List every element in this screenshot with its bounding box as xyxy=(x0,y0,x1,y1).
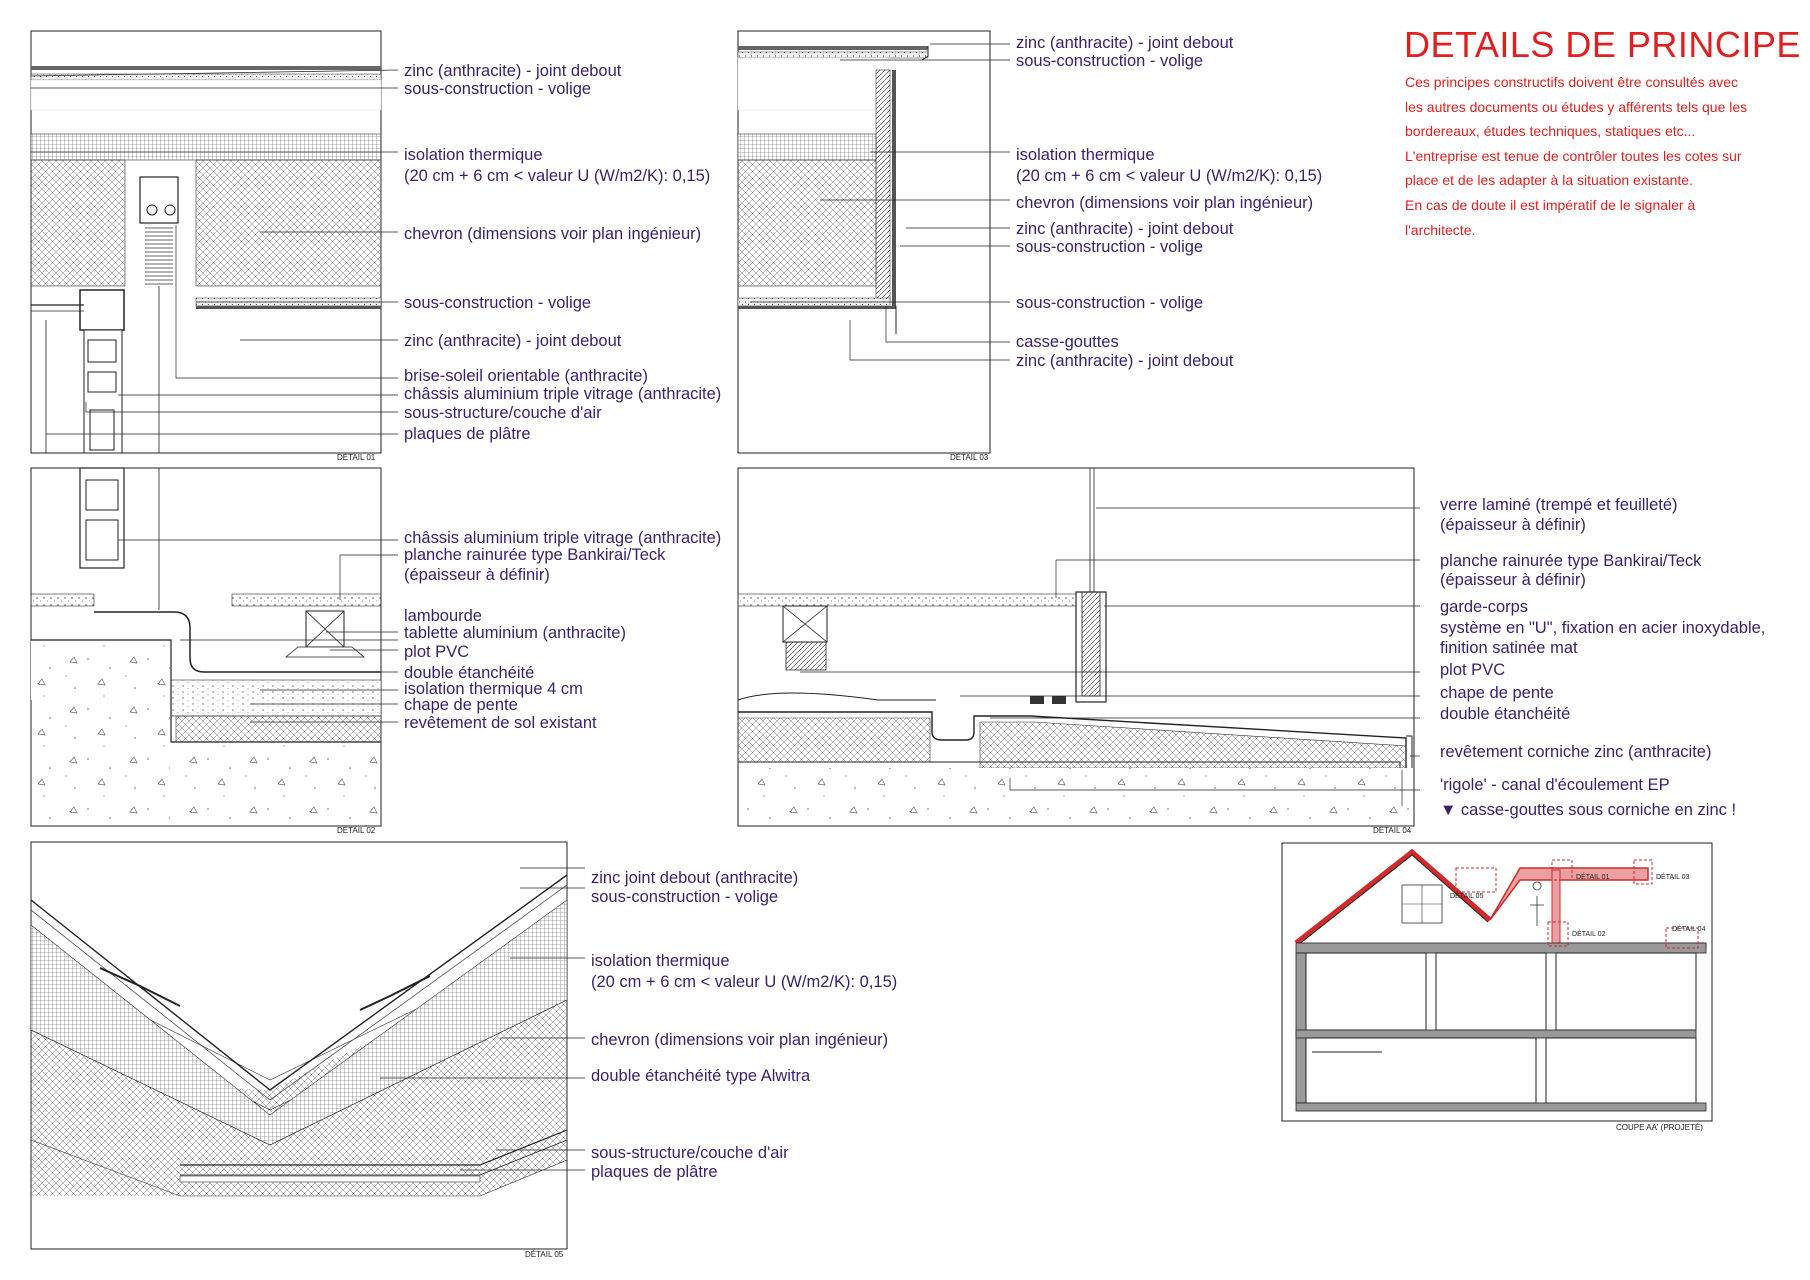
d02-label: plot PVC xyxy=(404,643,470,661)
d03-label: zinc (anthracite) - joint debout xyxy=(1016,34,1234,52)
d01-label: sous-construction - volige xyxy=(404,294,592,312)
d04-label: planche rainurée type Bankirai/Teck xyxy=(1440,552,1702,570)
section-tag: DÉTAIL 03 xyxy=(1656,874,1690,881)
d03-label: sous-construction - volige xyxy=(1016,52,1204,70)
detail-04-drawing xyxy=(737,467,1415,827)
d01-label: châssis aluminium triple vitrage (anthra… xyxy=(404,385,722,403)
d02-label: tablette aluminium (anthracite) xyxy=(404,624,626,642)
d04-label: chape de pente xyxy=(1440,684,1554,702)
d04-label: 'rigole' - canal d'écoulement EP xyxy=(1440,776,1670,794)
d01-label: zinc (anthracite) - joint debout xyxy=(404,62,622,80)
note-line: En cas de doute il est impératif de le s… xyxy=(1405,196,1696,213)
d02-label: double étanchéité xyxy=(404,664,535,682)
section-tag: DÉTAIL 04 xyxy=(1672,926,1706,933)
d05-label: zinc joint debout (anthracite) xyxy=(591,869,799,887)
d03-caption: DÉTAIL 03 xyxy=(950,453,989,462)
section-tag: DÉTAIL 05 xyxy=(1450,893,1484,900)
section-tag: DÉTAIL 01 xyxy=(1576,874,1610,881)
detail-05-drawing xyxy=(30,841,568,1250)
section-tag: DÉTAIL 02 xyxy=(1572,931,1606,938)
d03-label: casse-gouttes xyxy=(1016,333,1119,351)
d04-label: ▼ casse-gouttes sous corniche en zinc ! xyxy=(1440,801,1737,819)
d05-label: (20 cm + 6 cm < valeur U (W/m2/K): 0,15) xyxy=(591,973,898,991)
d05-label: isolation thermique xyxy=(591,952,730,970)
d01-label: sous-construction - volige xyxy=(404,80,592,98)
note-line: Ces principes constructifs doivent être … xyxy=(1405,74,1739,90)
note-line: place et de les adapter à la situation e… xyxy=(1405,172,1693,189)
d03-label: isolation thermique xyxy=(1016,146,1155,164)
note-line: L'entreprise est tenue de contrôler tout… xyxy=(1405,147,1742,164)
d04-label: plot PVC xyxy=(1440,661,1506,679)
d03-label: zinc (anthracite) - joint debout xyxy=(1016,352,1234,370)
d01-label: isolation thermique xyxy=(404,146,543,164)
d02-label: (épaisseur à définir) xyxy=(404,566,550,584)
d05-label: sous-structure/couche d'air xyxy=(591,1144,789,1162)
d02-label: châssis aluminium triple vitrage (anthra… xyxy=(404,529,722,547)
d01-label: sous-structure/couche d'air xyxy=(404,404,602,422)
detail-03-drawing xyxy=(737,30,991,454)
page-title: DETAILS DE PRINCIPE xyxy=(1404,24,1801,65)
d04-label: (épaisseur à définir) xyxy=(1440,571,1586,589)
d03-label: zinc (anthracite) - joint debout xyxy=(1016,220,1234,238)
d02-label: revêtement de sol existant xyxy=(404,714,597,732)
d04-label: système en "U", fixation en acier inoxyd… xyxy=(1440,619,1766,637)
d02-label: planche rainurée type Bankirai/Teck xyxy=(404,546,666,564)
d04-label: revêtement corniche zinc (anthracite) xyxy=(1440,743,1712,761)
d04-label: (épaisseur à définir) xyxy=(1440,516,1586,534)
detail-02-drawing xyxy=(30,467,382,827)
section-caption: COUPE AA' (PROJETÉ) xyxy=(1616,1123,1703,1132)
d01-label: (20 cm + 6 cm < valeur U (W/m2/K): 0,15) xyxy=(404,167,711,185)
note-line: l'architecte. xyxy=(1405,221,1476,238)
note-line: les autres documents ou études y afféren… xyxy=(1405,98,1748,115)
d01-label: chevron (dimensions voir plan ingénieur) xyxy=(404,225,702,243)
d04-label: verre laminé (trempé et feuilleté) xyxy=(1440,496,1678,514)
d05-label: chevron (dimensions voir plan ingénieur) xyxy=(591,1031,889,1049)
d04-label: garde-corps xyxy=(1440,598,1529,616)
d03-label: (20 cm + 6 cm < valeur U (W/m2/K): 0,15) xyxy=(1016,167,1323,185)
d05-caption: DÉTAIL 05 xyxy=(525,1250,564,1259)
d03-label: sous-construction - volige xyxy=(1016,294,1204,312)
d02-label: lambourde xyxy=(404,607,482,625)
section-aa-drawing xyxy=(1281,842,1713,1122)
d01-label: plaques de plâtre xyxy=(404,425,531,443)
d05-label: double étanchéité type Alwitra xyxy=(591,1067,811,1085)
d04-caption: DÉTAIL 04 xyxy=(1373,826,1412,835)
leader-lines xyxy=(30,43,1420,1171)
d02-label: chape de pente xyxy=(404,696,518,714)
note-line: bordereaux, études techniques, statiques… xyxy=(1405,123,1696,140)
d02-caption: DÉTAIL 02 xyxy=(337,826,376,835)
d03-label: sous-construction - volige xyxy=(1016,238,1204,256)
d04-label: double étanchéité xyxy=(1440,705,1571,723)
detail-01-drawing xyxy=(30,30,382,454)
d03-label: chevron (dimensions voir plan ingénieur) xyxy=(1016,194,1314,212)
d04-label: finition satinée mat xyxy=(1440,639,1578,657)
d01-label: brise-soleil orientable (anthracite) xyxy=(404,367,648,385)
disclaimer-note: Ces principes constructifs doivent être … xyxy=(1405,70,1800,242)
d05-label: plaques de plâtre xyxy=(591,1163,718,1181)
d02-label: isolation thermique 4 cm xyxy=(404,680,583,698)
d01-label: zinc (anthracite) - joint debout xyxy=(404,332,622,350)
d05-label: sous-construction - volige xyxy=(591,888,779,906)
d01-caption: DÉTAIL 01 xyxy=(337,453,376,462)
